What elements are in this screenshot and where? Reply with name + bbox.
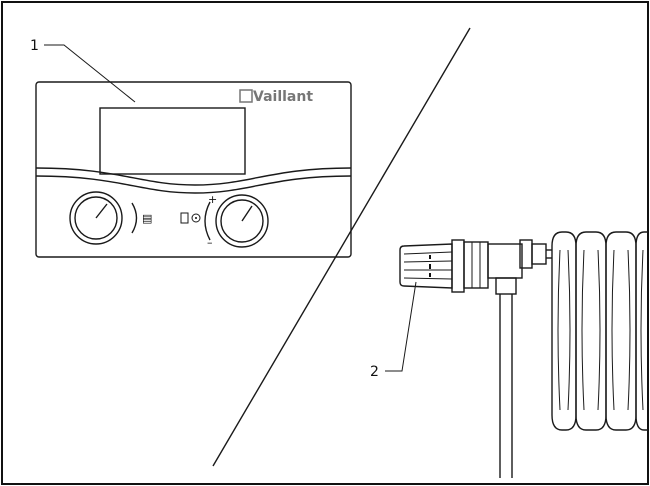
radiator-section: [551, 231, 577, 431]
callout-1: 1: [30, 38, 136, 103]
thermostatic-head-collar: [451, 239, 465, 293]
left-dial-knob: [74, 196, 118, 240]
brand-label: Vaillant: [253, 89, 313, 105]
radiator-coupling: [531, 243, 547, 265]
setback-icon: [180, 212, 189, 224]
valve-tee: [487, 243, 523, 279]
right-dial-knob: [220, 199, 264, 243]
display-window: [99, 107, 246, 175]
valve-adapter: [463, 241, 489, 289]
thermostatic-head: [399, 239, 489, 293]
callout-2-leader: [385, 281, 417, 372]
controller-housing: [35, 81, 352, 258]
left-dial-pointer: [95, 203, 108, 219]
logo-mark: [239, 89, 253, 103]
left-dial: ▤: [69, 191, 152, 245]
callout-2-number: 2: [370, 364, 379, 380]
radiator-section: [575, 231, 607, 431]
callout-2: 2: [370, 281, 417, 380]
radiator: [551, 231, 648, 431]
right-dial-pointer: [241, 205, 253, 222]
callout-1-number: 1: [30, 38, 39, 54]
thermostatic-head-body: [399, 243, 453, 289]
contour-line-top: [35, 167, 352, 186]
right-dial: + –: [180, 193, 269, 249]
right-dial-minus: –: [207, 236, 213, 249]
left-dial-ring: [69, 191, 123, 245]
supply-pipe: [495, 277, 517, 478]
divider-line: [212, 27, 471, 467]
right-dial-arc: [204, 201, 211, 241]
radiator-section: [605, 231, 637, 431]
room-controller: Vaillant ▤ + –: [35, 81, 352, 258]
radiator-assembly: [399, 231, 648, 478]
radiator-section-partial: [635, 231, 648, 247]
callout-1-leader: [44, 44, 136, 103]
right-dial-ring: [215, 194, 269, 248]
left-dial-symbol: ▤: [142, 212, 152, 225]
valve-body: [487, 239, 552, 279]
pipe-fitting: [495, 277, 517, 295]
left-dial-arc: [131, 202, 138, 234]
contour-line-bottom: [35, 175, 352, 194]
vaillant-logo: Vaillant: [239, 89, 313, 105]
temperature-sun-icon: [191, 213, 201, 223]
right-dial-plus: +: [208, 193, 217, 206]
